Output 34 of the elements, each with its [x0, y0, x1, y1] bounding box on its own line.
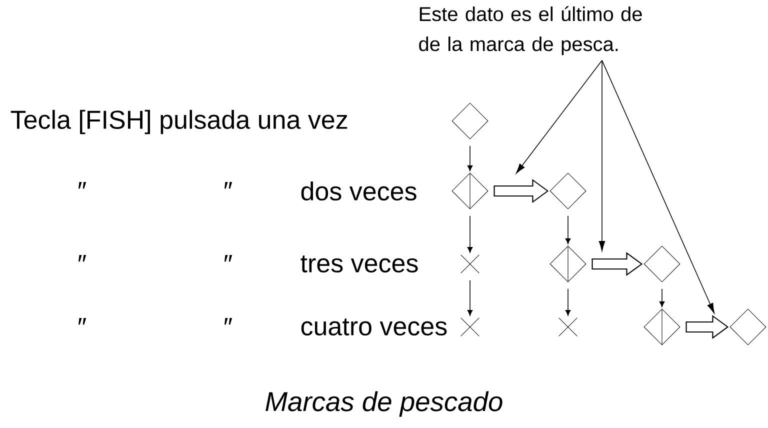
row-label: cuatro veces [301, 318, 447, 336]
diamond-mark [550, 172, 586, 210]
ditto-mark: ″ [224, 182, 232, 189]
caption: Marcas de pescado [266, 391, 502, 417]
leader-arrow [598, 60, 606, 252]
split-diamond-mark [550, 246, 586, 282]
callout-text: Este dato es el último de de la marca de pesca. [419, 6, 642, 56]
diamond-mark [730, 308, 766, 346]
cross-mark [558, 318, 578, 336]
diamond-mark [452, 102, 488, 140]
leader-arrow [516, 60, 602, 174]
arrow [565, 288, 571, 316]
ditto-mark: ″ [78, 318, 86, 325]
split-diamond-mark [644, 308, 680, 346]
ditto-mark: ″ [224, 318, 232, 325]
ditto-mark: ″ [224, 255, 232, 262]
row-label: Tecla [FISH] pulsada una vez [10, 110, 348, 134]
row-label: dos veces [301, 181, 416, 201]
block-arrow [494, 178, 549, 204]
block-arrow [592, 252, 643, 276]
diamond-mark [644, 246, 680, 282]
arrow [565, 216, 571, 244]
arrow [467, 146, 473, 172]
arrow [467, 280, 473, 316]
block-arrow [686, 314, 729, 340]
ditto-mark: ″ [78, 182, 86, 189]
row-label: tres veces [300, 255, 418, 273]
leader-arrow [602, 60, 714, 314]
ditto-mark: ″ [78, 255, 86, 262]
arrow [467, 216, 473, 253]
cross-mark [460, 254, 480, 274]
arrow [659, 288, 665, 308]
split-diamond-mark [452, 172, 488, 210]
cross-mark [460, 318, 480, 336]
